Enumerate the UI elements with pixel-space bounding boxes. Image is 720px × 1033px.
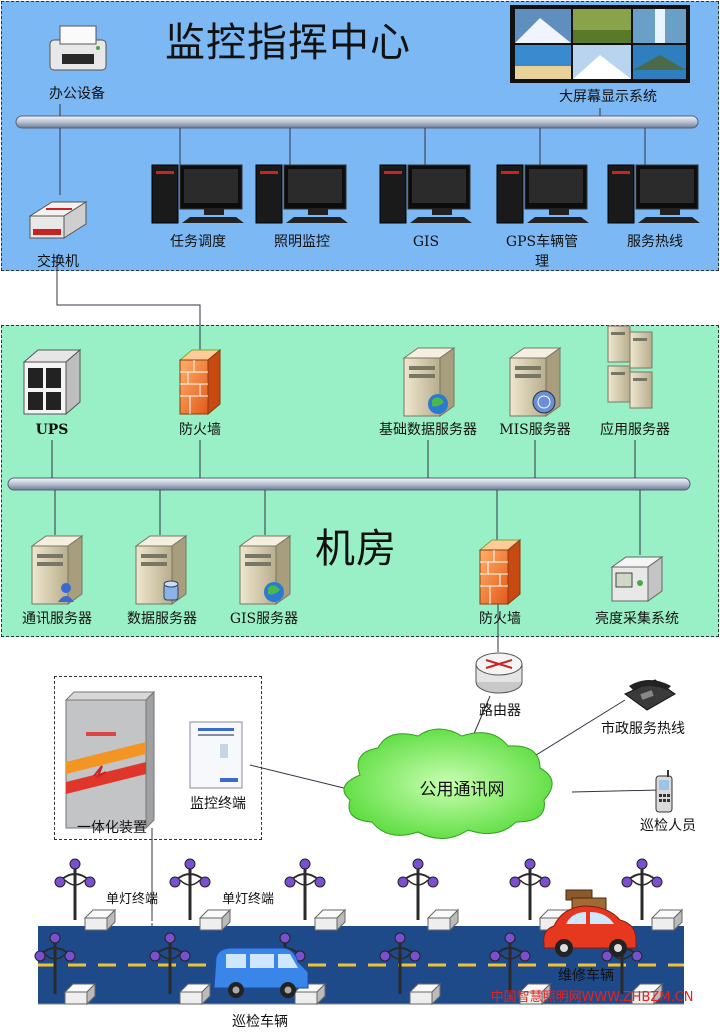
switch-label: 交换机 — [37, 254, 79, 270]
big-screen-label: 大屏幕显示系统 — [559, 89, 657, 105]
repair-car-icon — [543, 889, 637, 957]
office-equipment-label: 办公设备 — [49, 86, 105, 102]
field-device-zone — [54, 676, 262, 840]
street-lamp-icon — [284, 858, 326, 920]
single-lamp-terminal-label: 单灯终端 — [105, 892, 159, 907]
workstation-label: 照明监控 — [274, 234, 330, 250]
integrated-cabinet-icon — [64, 690, 156, 830]
single-lamp-terminal-icon — [408, 982, 442, 1006]
mobile-phone-icon — [655, 770, 673, 813]
street-lamp-icon — [397, 858, 439, 920]
workstation-label-cont: 理 — [535, 254, 549, 270]
video-wall-icon — [510, 5, 690, 83]
single-lamp-terminal-icon — [178, 982, 212, 1006]
street-lamp-icon — [509, 858, 551, 920]
monitor-terminal-icon — [189, 721, 243, 789]
single-lamp-terminal-icon — [630, 982, 664, 1006]
command-center-title: 监控指挥中心 — [165, 20, 411, 66]
inspector-label: 巡检人员 — [640, 818, 696, 834]
monitor-terminal-label: 监控终端 — [190, 796, 246, 812]
repair-vehicle-label: 维修车辆 — [558, 968, 614, 984]
patrol-vehicle-label: 巡检车辆 — [232, 1014, 288, 1030]
ups-icon — [22, 348, 82, 416]
street-lamp-icons — [34, 858, 684, 1006]
street-lamp-icon — [621, 858, 663, 920]
firewall-icon — [178, 348, 222, 416]
firewall-label: 防火墙 — [179, 422, 221, 438]
single-lamp-terminal-icon — [198, 908, 232, 932]
street-lamp-icon — [169, 858, 211, 920]
brightness-system-label: 亮度采集系统 — [595, 611, 679, 627]
single-lamp-terminal-icon — [313, 908, 347, 932]
router-label: 路由器 — [479, 703, 521, 719]
switch-icon — [28, 201, 88, 239]
cloud-label: 公用通讯网 — [419, 780, 505, 800]
gis-server-label: GIS服务器 — [229, 611, 299, 627]
watermark: 中国智慧照明网WWW.ZHBZM.CN — [490, 990, 694, 1005]
integrated-device-label: 一体化装置 — [77, 820, 147, 836]
ups-label: UPS — [35, 422, 69, 438]
patrol-van-icon — [213, 947, 309, 998]
street-lamp-icon — [149, 932, 191, 994]
single-lamp-terminal-icon — [63, 982, 97, 1006]
public-network-cloud — [343, 728, 553, 839]
single-lamp-terminal-label: 单灯终端 — [221, 892, 275, 907]
hotline-label: 市政服务热线 — [601, 721, 685, 737]
printer-icon — [49, 25, 107, 71]
street-lamp-icon — [34, 932, 76, 994]
telephone-icon — [624, 679, 676, 711]
base-data-server-label: 基础数据服务器 — [379, 422, 477, 438]
workstation-icons — [151, 164, 700, 224]
single-lamp-terminal-icon — [518, 982, 552, 1006]
single-lamp-terminal-icon — [650, 908, 684, 932]
single-lamp-terminal-icon — [426, 908, 460, 932]
street-lamp-icon — [379, 932, 421, 994]
router-icon — [475, 652, 523, 694]
firewall-icon — [478, 538, 522, 606]
brightness-collector-icon — [610, 556, 664, 602]
workstation-label: 任务调度 — [170, 234, 226, 250]
data-server-label: 数据服务器 — [127, 611, 197, 627]
street-lamp-icon — [54, 858, 96, 920]
machine-room-title: 机房 — [315, 526, 397, 572]
room-network-bus — [7, 477, 691, 491]
server-icons — [30, 325, 653, 605]
comm-server-label: 通讯服务器 — [22, 611, 92, 627]
top-network-bus — [15, 115, 699, 129]
app-server-label: 应用服务器 — [600, 422, 670, 438]
workstation-label: GPS车辆管 — [505, 234, 579, 250]
workstation-label: GIS — [412, 234, 440, 250]
street-lamp-icon — [489, 932, 531, 994]
mis-server-label: MIS服务器 — [499, 422, 571, 438]
single-lamp-terminal-icon — [83, 908, 117, 932]
workstation-label: 服务热线 — [627, 234, 683, 250]
firewall-label: 防火墙 — [479, 611, 521, 627]
